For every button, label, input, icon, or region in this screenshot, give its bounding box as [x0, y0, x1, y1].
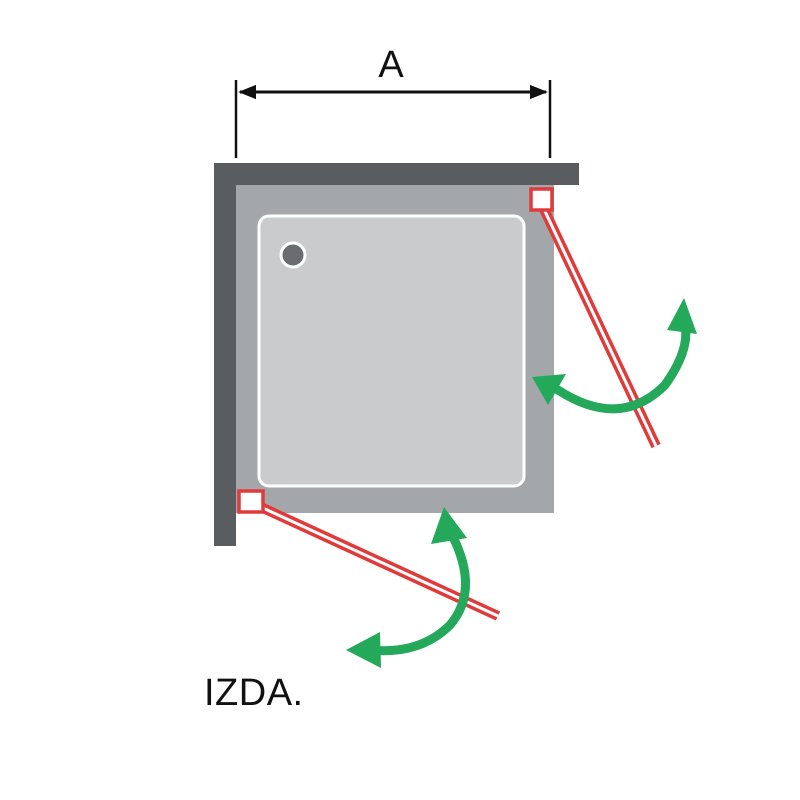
side-label: IZDA. [204, 672, 304, 714]
swing-arc-left [365, 530, 470, 656]
wall-top [214, 163, 579, 185]
walls [214, 163, 579, 546]
swing-arrow-left [346, 507, 470, 668]
dimension-a: A [234, 44, 552, 158]
door-left-panel-highlight [251, 501, 499, 618]
dimension-label: A [378, 44, 404, 86]
wall-left [214, 163, 236, 546]
arrowhead-outward-left-icon [346, 632, 381, 668]
swing-arc-right [553, 320, 691, 414]
door-left-hinge [237, 489, 265, 514]
arrowhead-inward-right-icon [532, 374, 566, 405]
drain-icon [279, 241, 307, 269]
tray-inner [257, 214, 526, 488]
arrowhead-outward-right-icon [667, 298, 697, 334]
swing-arrow-right [532, 298, 697, 414]
door-right-hinge [529, 187, 554, 212]
door-left [237, 489, 501, 621]
shower-tray [236, 185, 554, 513]
arrowhead-inward-left-icon [431, 507, 467, 544]
